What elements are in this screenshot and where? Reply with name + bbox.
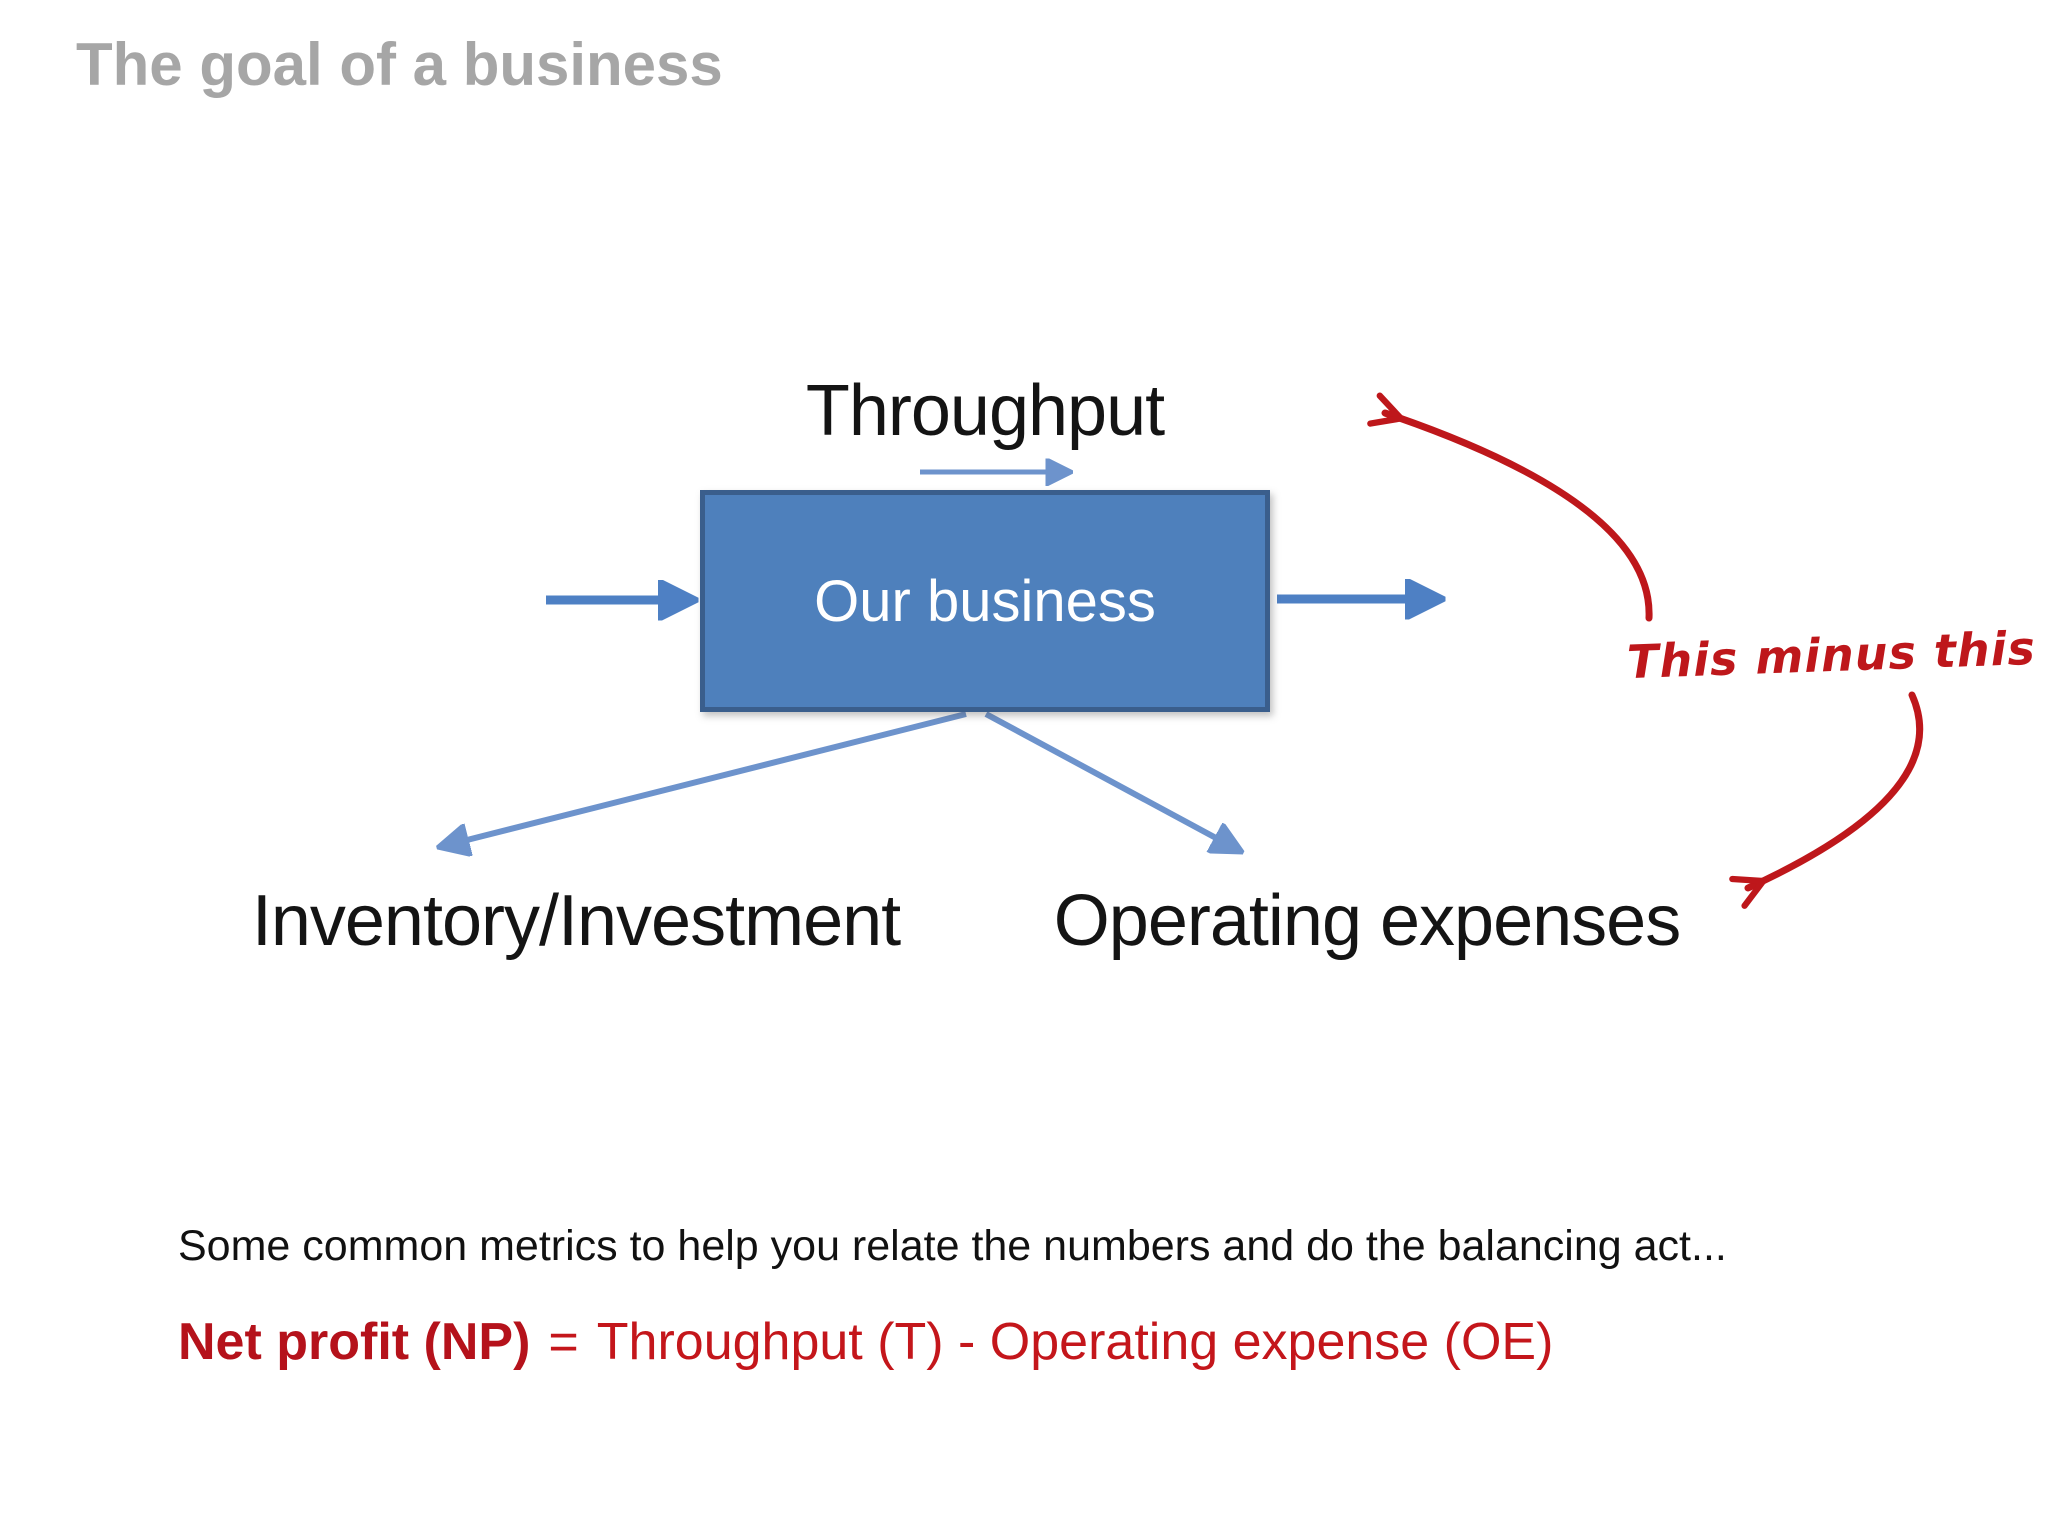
formula-lhs: Net profit (NP) <box>178 1313 531 1371</box>
net-profit-formula: Net profit (NP) = Throughput (T) - Operati… <box>178 1312 1553 1372</box>
inventory-investment-label: Inventory/Investment <box>251 881 901 961</box>
inventory-arrow <box>467 711 967 840</box>
annotation-arrow-to-operating-expenses <box>1729 691 1924 909</box>
throughput-label: Throughput <box>805 371 1165 451</box>
our-business-label: Our business <box>814 568 1156 634</box>
our-business-box: Our business <box>700 490 1270 712</box>
metrics-sentence: Some common metrics to help you relate t… <box>178 1222 1727 1270</box>
formula-rhs: Throughput (T) - Operating expense (OE) <box>596 1313 1554 1371</box>
page-title: The goal of a business <box>76 31 723 98</box>
operating-expenses-label: Operating expenses <box>1053 881 1681 961</box>
formula-equals-sign: = <box>548 1313 579 1371</box>
operating-expenses-arrow <box>984 711 1216 838</box>
annotation-arrow-to-throughput <box>1367 392 1653 622</box>
